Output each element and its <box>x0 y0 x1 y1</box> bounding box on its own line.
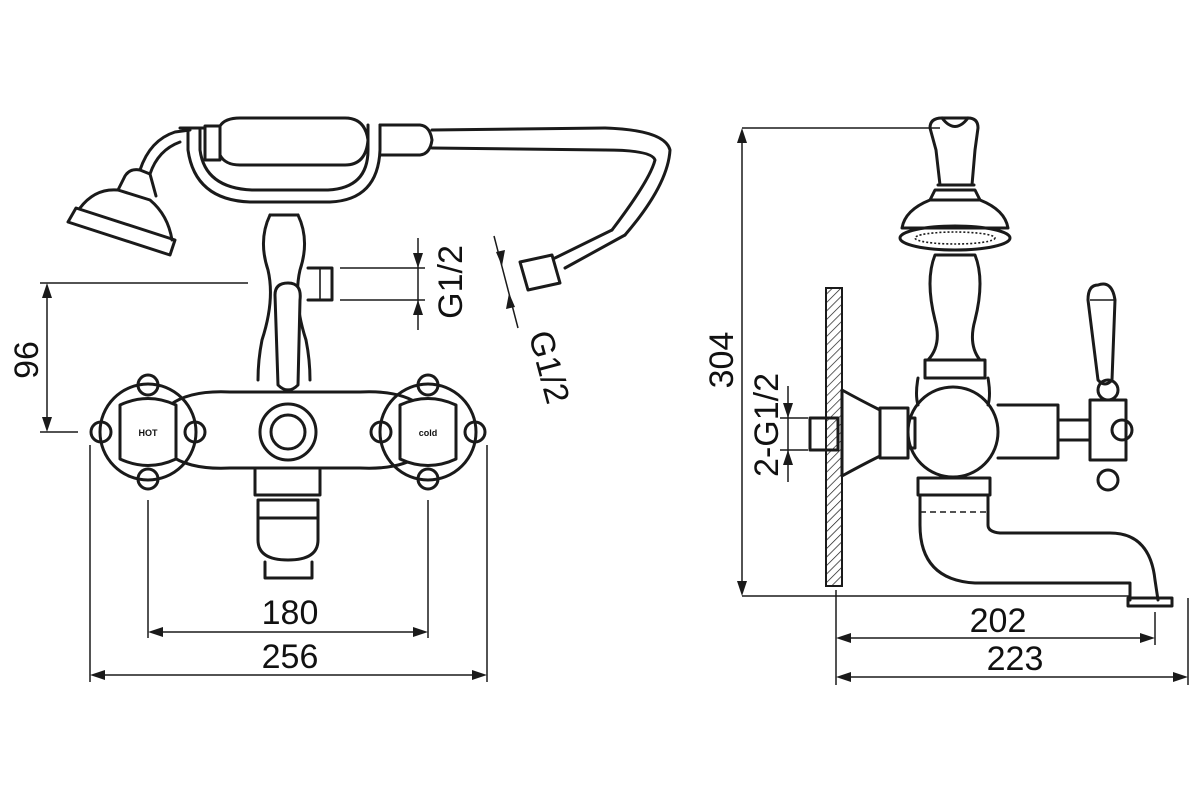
g12-hose-label: G1/2 <box>521 327 577 408</box>
shower-hose <box>430 126 672 292</box>
handset-cradle <box>178 123 382 204</box>
diverter-lever <box>273 281 302 392</box>
g12-outlet-label: G1/2 <box>432 245 470 319</box>
dim-202-label: 202 <box>970 602 1027 640</box>
wall-section <box>825 287 843 587</box>
dim-223-label: 223 <box>987 640 1044 678</box>
dim-304: 304 <box>703 127 1130 597</box>
dim-256: 256 <box>89 445 488 682</box>
dim-304-label: 304 <box>703 332 741 389</box>
lever-handle-side <box>1086 282 1134 492</box>
hot-label: HOT <box>139 428 159 438</box>
hot-handle: HOT <box>89 373 207 491</box>
cold-handle: cold <box>369 373 487 491</box>
dim-180-label: 180 <box>262 594 319 632</box>
handshower-head-side <box>898 188 1012 252</box>
dim-180: 180 <box>147 500 429 638</box>
dim-96-label: 96 <box>8 341 46 379</box>
handset-grip <box>203 116 434 167</box>
handshower-head <box>66 128 192 257</box>
handshower-hook <box>928 116 980 187</box>
dim-g12-outlet: G1/2 <box>340 238 470 330</box>
side-view: 304 2-G1/2 202 223 <box>703 116 1189 685</box>
spout-side <box>916 476 1174 608</box>
riser-side <box>923 253 987 380</box>
dim-202: 202 <box>835 590 1156 685</box>
dim-g12-hose: G1/2 <box>493 235 577 408</box>
front-view: HOT cold 96 180 <box>8 116 672 682</box>
handle-connector <box>996 403 1092 460</box>
mixer-body <box>168 390 422 470</box>
spout-front <box>253 468 322 580</box>
dim-96: 96 <box>8 282 248 433</box>
dim-2g12: 2-G1/2 <box>748 373 840 482</box>
body-side <box>840 376 1000 479</box>
cold-label: cold <box>419 428 438 438</box>
dim-2g12-label: 2-G1/2 <box>748 373 786 477</box>
dim-223: 223 <box>836 598 1189 685</box>
dim-256-label: 256 <box>262 638 319 676</box>
